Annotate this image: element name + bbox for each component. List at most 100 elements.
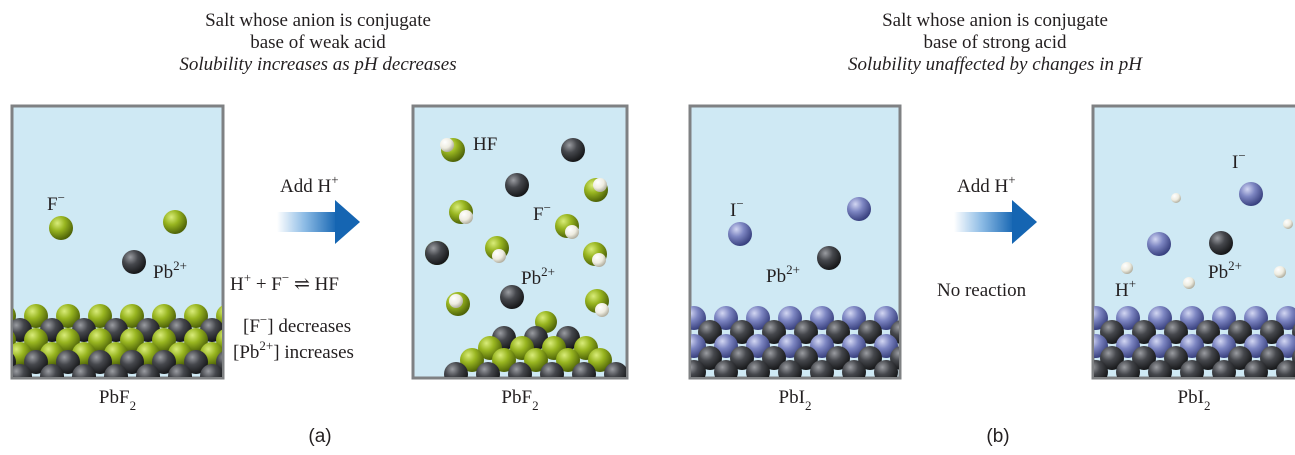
lead-ion [1244,360,1268,377]
pbi2-lattice-left [691,306,930,384]
lead-ion [698,346,722,370]
fluoride-ion [24,328,48,352]
lead-ion [152,350,176,374]
header-b-line2: base of strong acid [923,32,1067,53]
iodide-ion [906,334,930,358]
pbi2-lattice-right [1094,306,1295,377]
header-a-line2: base of weak acid [250,32,386,53]
header-a: Salt whose anion is conjugate base of we… [118,10,518,76]
fluoride-ion [556,348,580,372]
iodide-ion [778,306,802,330]
iodide-ion [1239,182,1263,206]
lead-ion [730,346,754,370]
lead-ion [778,360,802,377]
ion-label-iodide-b1: I− [730,197,744,222]
hydrogen-atom [595,303,609,317]
lead-ion [444,362,468,377]
lead-ion [476,362,500,377]
lead-ion [56,350,80,374]
caption-subscript: 2 [129,397,137,413]
hydrogen-atom [593,178,607,192]
lead-ion [874,360,898,377]
note-charge: 2+ [259,337,274,353]
iodide-ion [847,197,871,221]
beaker-caption-a2: PbF2 [413,387,627,412]
lead-ion [1100,346,1124,370]
lead-ion [1260,320,1284,344]
lead-ion [762,320,786,344]
ion-label-charge: 2+ [173,257,187,273]
note-post: ] decreases [267,316,352,337]
header-b-line3: Solubility unaffected by changes in pH [848,54,1142,75]
ion-label-charge: 2+ [1228,257,1242,273]
ion-label-charge: − [543,199,551,215]
ion-label-text: Pb [766,266,787,287]
header-b-line1: Salt whose anion is conjugate [882,10,1108,31]
lead-ion [1276,360,1295,377]
hydrogen-ion [1274,266,1286,278]
lead-ion [136,364,160,377]
iodide-ion [1244,306,1268,330]
no-reaction-label: No reaction [937,280,1027,301]
iodide-ion [746,306,770,330]
fluoride-ion [88,304,112,328]
hf-molecule [440,138,465,162]
lead-ion [698,320,722,344]
note-pre: [Pb [233,342,260,363]
lead-ion [1132,320,1156,344]
beaker-caption-a1: PbF2 [12,387,223,412]
lead-ion [168,364,192,377]
ion-label-charge: − [57,189,65,205]
note-pre: [F [243,316,260,337]
caption-subscript: 2 [1203,397,1211,413]
ion-label-charge: + [1128,275,1137,291]
ion-label-lead-a1: Pb2+ [153,259,187,284]
pbf2-lattice-left [13,304,222,377]
lead-ion [730,320,754,344]
iodide-ion [810,306,834,330]
hydrogen-atom [565,225,579,239]
lead-ion [1180,360,1204,377]
eq-hf: HF [314,274,339,295]
lead-ion [826,346,850,370]
lead-ion [1228,346,1252,370]
header-a-line1: Salt whose anion is conjugate [205,10,431,31]
iodide-ion [1148,306,1172,330]
lead-ion [906,360,930,384]
ion-label-lead-a2: Pb2+ [521,265,555,290]
note-fluoride-decreases: [F−] decreases [243,313,352,338]
lead-ion [508,362,532,377]
hf-molecule [583,242,607,267]
fluoride-ion [56,304,80,328]
lead-ion [1116,360,1140,377]
ion-label-text: I [730,200,737,221]
lead-ion [72,364,96,377]
ion-label-lead-b1: Pb2+ [766,263,800,288]
hf-molecule [585,289,609,317]
header-b: Salt whose anion is conjugate base of st… [795,10,1195,76]
hydrogen-atom [440,138,454,152]
caption-subscript: 2 [804,397,812,413]
arrow-label-text: Add H [957,176,1009,197]
beaker-caption-b2: PbI2 [1093,387,1295,412]
eq-arrows: ⇌ [289,274,315,295]
fluoride-ion [88,328,112,352]
fluoride-ion [184,328,208,352]
lead-ion [40,364,64,377]
add-acid-arrow-b [954,200,1037,244]
note-lead-increases: [Pb2+] increases [233,339,354,364]
lead-ion [1164,346,1188,370]
fluoride-ion [184,304,208,328]
lead-ion [572,362,596,377]
lead-ion [794,346,818,370]
pbf2-lattice-right [444,311,626,377]
molecule-label-hf: HF [473,134,498,155]
ion-label-charge: 2+ [541,263,555,279]
fluoride-ion [524,348,548,372]
eq-f-charge: − [281,269,290,285]
beaker-caption-b1: PbI2 [690,387,900,412]
lead-ion [122,250,146,274]
ion-label-lead-b2: Pb2+ [1208,259,1242,284]
arrow-label-text: Add H [280,176,332,197]
